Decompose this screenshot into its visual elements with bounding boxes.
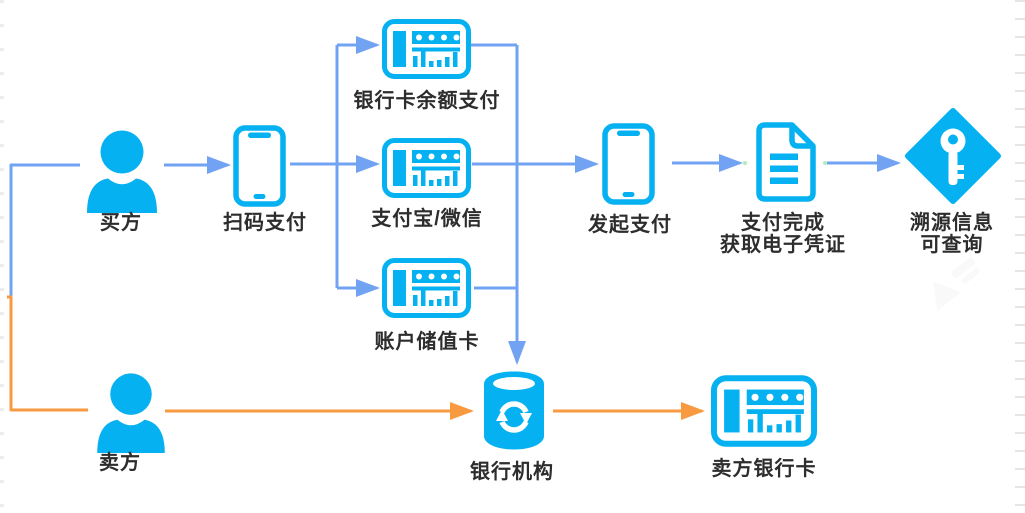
initiate-pay-label: 发起支付	[588, 214, 672, 236]
bank-card-balance-label: 银行卡余额支付	[353, 90, 501, 112]
seller-person-icon	[92, 370, 170, 453]
seller-label: 卖方	[99, 452, 141, 474]
traceability-label-line2: 可查询	[920, 234, 984, 256]
seller-bank-card-label: 卖方银行卡	[711, 458, 817, 480]
alipay-wechat-pos-terminal-icon	[382, 138, 471, 198]
seller-bank-card-pos-terminal-icon	[711, 372, 817, 450]
anchor-dot	[743, 161, 747, 165]
buyer-label: 买方	[100, 212, 142, 234]
payment-complete-label: 支付完成 获取电子凭证	[720, 212, 846, 256]
traceability-key-diamond-icon	[905, 108, 1001, 204]
scan-pay-mobile-phone-icon	[233, 125, 286, 207]
payment-complete-label-line1: 支付完成	[741, 212, 825, 234]
traceability-label: 溯源信息 可查询	[910, 212, 994, 256]
payment-complete-label-line2: 获取电子凭证	[720, 234, 846, 256]
initiate-pay-mobile-phone-icon	[602, 123, 655, 205]
alipay-wechat-label: 支付宝/微信	[371, 208, 483, 230]
payment-complete-document-icon	[748, 121, 819, 203]
stored-value-card-label: 账户储值卡	[374, 331, 480, 353]
bank-card-balance-pos-terminal-icon	[382, 19, 471, 79]
traceability-label-line1: 溯源信息	[910, 212, 994, 234]
edge-buyer-left-connector	[9, 163, 80, 296]
anchor-dot	[823, 161, 827, 165]
scan-pay-label: 扫码支付	[223, 212, 307, 234]
edge-seller-left-connector	[7, 295, 88, 412]
bank-institution-label: 银行机构	[470, 461, 554, 483]
bank-institution-database-sync-icon	[479, 370, 549, 452]
stored-value-card-pos-terminal-icon	[382, 258, 471, 318]
buyer-person-icon	[82, 127, 162, 213]
